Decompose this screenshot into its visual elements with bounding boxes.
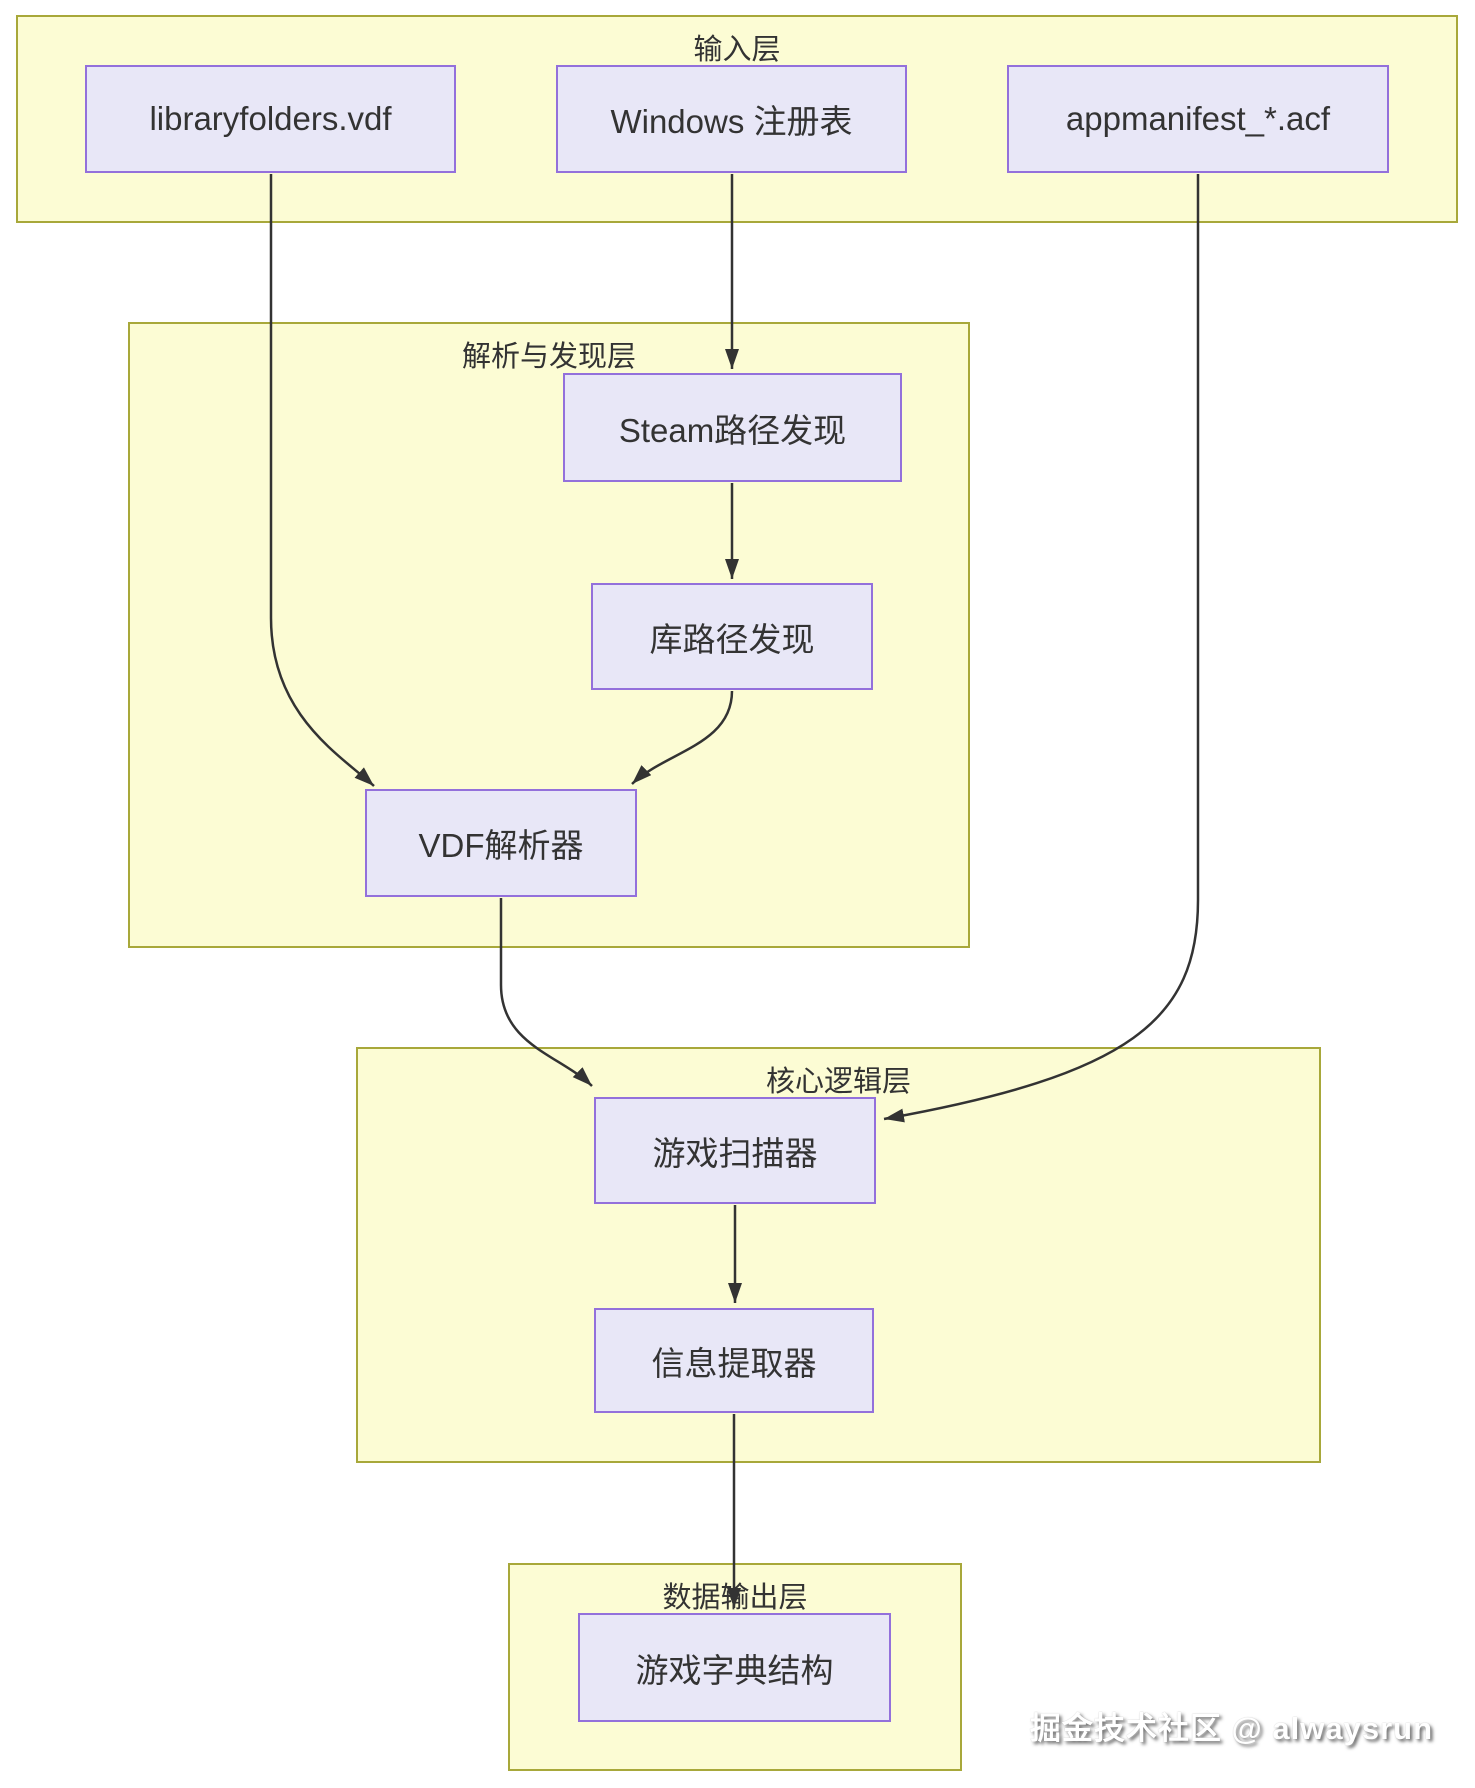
node-label-steam-path-discovery: Steam路径发现 — [618, 411, 847, 449]
node-game-scanner: 游戏扫描器 — [594, 1097, 876, 1204]
node-label-appmanifest-acf: appmanifest_*.acf — [1065, 100, 1331, 137]
node-label-windows-registry: Windows 注册表 — [610, 103, 853, 140]
node-label-vdf-parser: VDF解析器 — [418, 827, 584, 864]
node-label-game-dict-structure: 游戏字典结构 — [635, 1651, 834, 1689]
node-label-library-path-discovery: 库路径发现 — [649, 620, 815, 658]
layer-label-parse-discovery-layer: 解析与发现层 — [461, 341, 636, 373]
layer-label-input-layer: 输入层 — [693, 34, 781, 66]
watermark-text: 掘金技术社区 @ alwaysrun — [1029, 1711, 1433, 1746]
layer-label-data-output-layer: 数据输出层 — [662, 1582, 808, 1614]
layer-label-core-logic-layer: 核心逻辑层 — [765, 1066, 911, 1098]
node-info-extractor: 信息提取器 — [594, 1308, 874, 1413]
node-library-path-discovery: 库路径发现 — [591, 583, 873, 690]
node-windows-registry: Windows 注册表 — [556, 65, 907, 173]
node-vdf-parser: VDF解析器 — [365, 789, 637, 897]
node-label-libraryfolders-vdf: libraryfolders.vdf — [149, 100, 392, 137]
node-appmanifest-acf: appmanifest_*.acf — [1007, 65, 1389, 173]
node-game-dict-structure: 游戏字典结构 — [578, 1613, 891, 1722]
node-label-info-extractor: 信息提取器 — [651, 1344, 817, 1382]
node-steam-path-discovery: Steam路径发现 — [563, 373, 902, 482]
node-libraryfolders-vdf: libraryfolders.vdf — [85, 65, 456, 173]
node-label-game-scanner: 游戏扫描器 — [652, 1134, 818, 1172]
